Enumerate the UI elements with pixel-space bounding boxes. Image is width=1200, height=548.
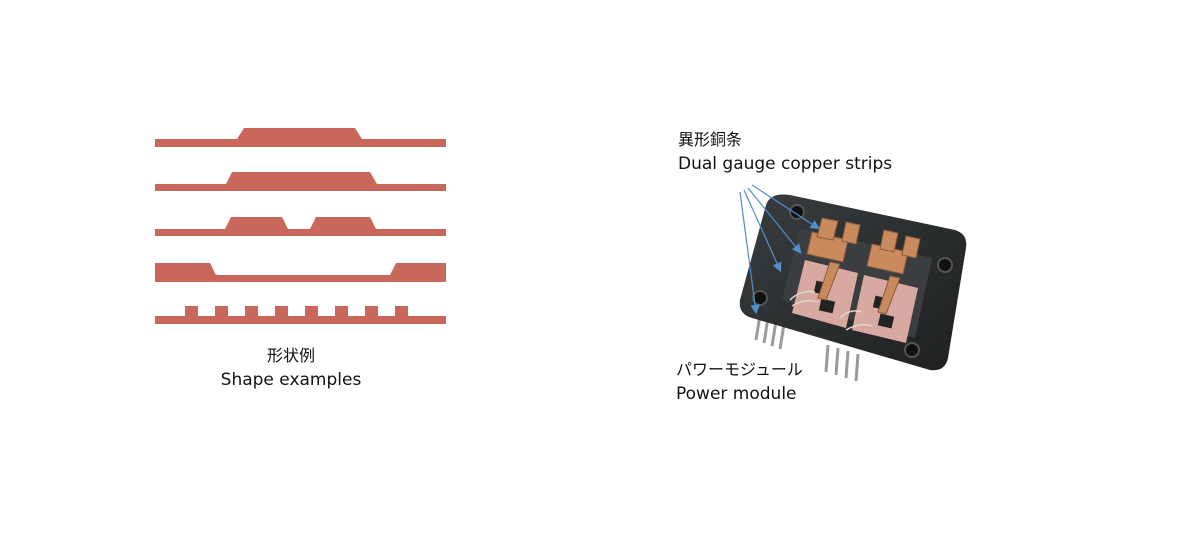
profile-double-raised xyxy=(155,217,446,236)
power-module-label-jp: パワーモジュール xyxy=(676,360,803,379)
copper-strip-label: 異形銅条 Dual gauge copper strips xyxy=(678,128,892,176)
profile-single-raised-wide xyxy=(155,172,446,191)
wire-bonds xyxy=(789,290,873,331)
semiconductor-chip xyxy=(818,298,836,314)
shape-examples-caption: 形状例 Shape examples xyxy=(186,344,396,392)
power-module-label-en: Power module xyxy=(676,384,797,404)
semiconductor-chip xyxy=(877,313,895,329)
profile-comb-teeth xyxy=(155,306,446,324)
dual-gauge-copper-strips xyxy=(806,217,921,315)
mounting-hole xyxy=(752,290,768,306)
profile-thick-edges xyxy=(155,263,446,282)
copper-profile-group xyxy=(155,128,446,324)
copper-strip-label-en: Dual gauge copper strips xyxy=(678,154,893,174)
power-module-label: パワーモジュール Power module xyxy=(676,358,803,406)
mounting-hole xyxy=(789,204,805,220)
mounting-hole xyxy=(904,342,920,358)
profile-single-raised-narrow xyxy=(155,128,446,147)
shape-examples-label-en: Shape examples xyxy=(220,370,362,390)
module-pins-bottom xyxy=(824,344,860,382)
shape-examples-label-jp: 形状例 xyxy=(266,346,315,365)
label-pointer-arrows xyxy=(739,184,821,315)
mounting-hole xyxy=(937,257,953,273)
copper-strip-label-jp: 異形銅条 xyxy=(678,130,743,149)
